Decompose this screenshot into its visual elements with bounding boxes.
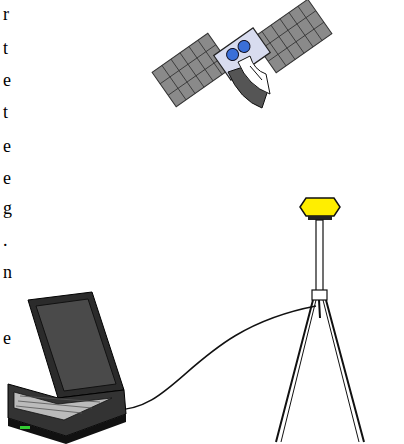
text-fragment: r — [3, 4, 9, 24]
laptop — [8, 292, 126, 444]
text-fragment: n — [3, 262, 12, 282]
text-fragment: t — [3, 38, 8, 58]
text-fragment: . — [3, 230, 8, 250]
text-fragment: e — [3, 328, 11, 348]
data-cable — [112, 306, 316, 410]
gps-receiver-tripod — [276, 198, 364, 442]
text-fragment: e — [3, 70, 11, 90]
text-fragment: t — [3, 102, 8, 122]
text-fragment: e — [3, 136, 11, 156]
text-fragment: g — [3, 198, 12, 218]
text-fragment: e — [3, 168, 11, 188]
satellite — [152, 0, 332, 108]
